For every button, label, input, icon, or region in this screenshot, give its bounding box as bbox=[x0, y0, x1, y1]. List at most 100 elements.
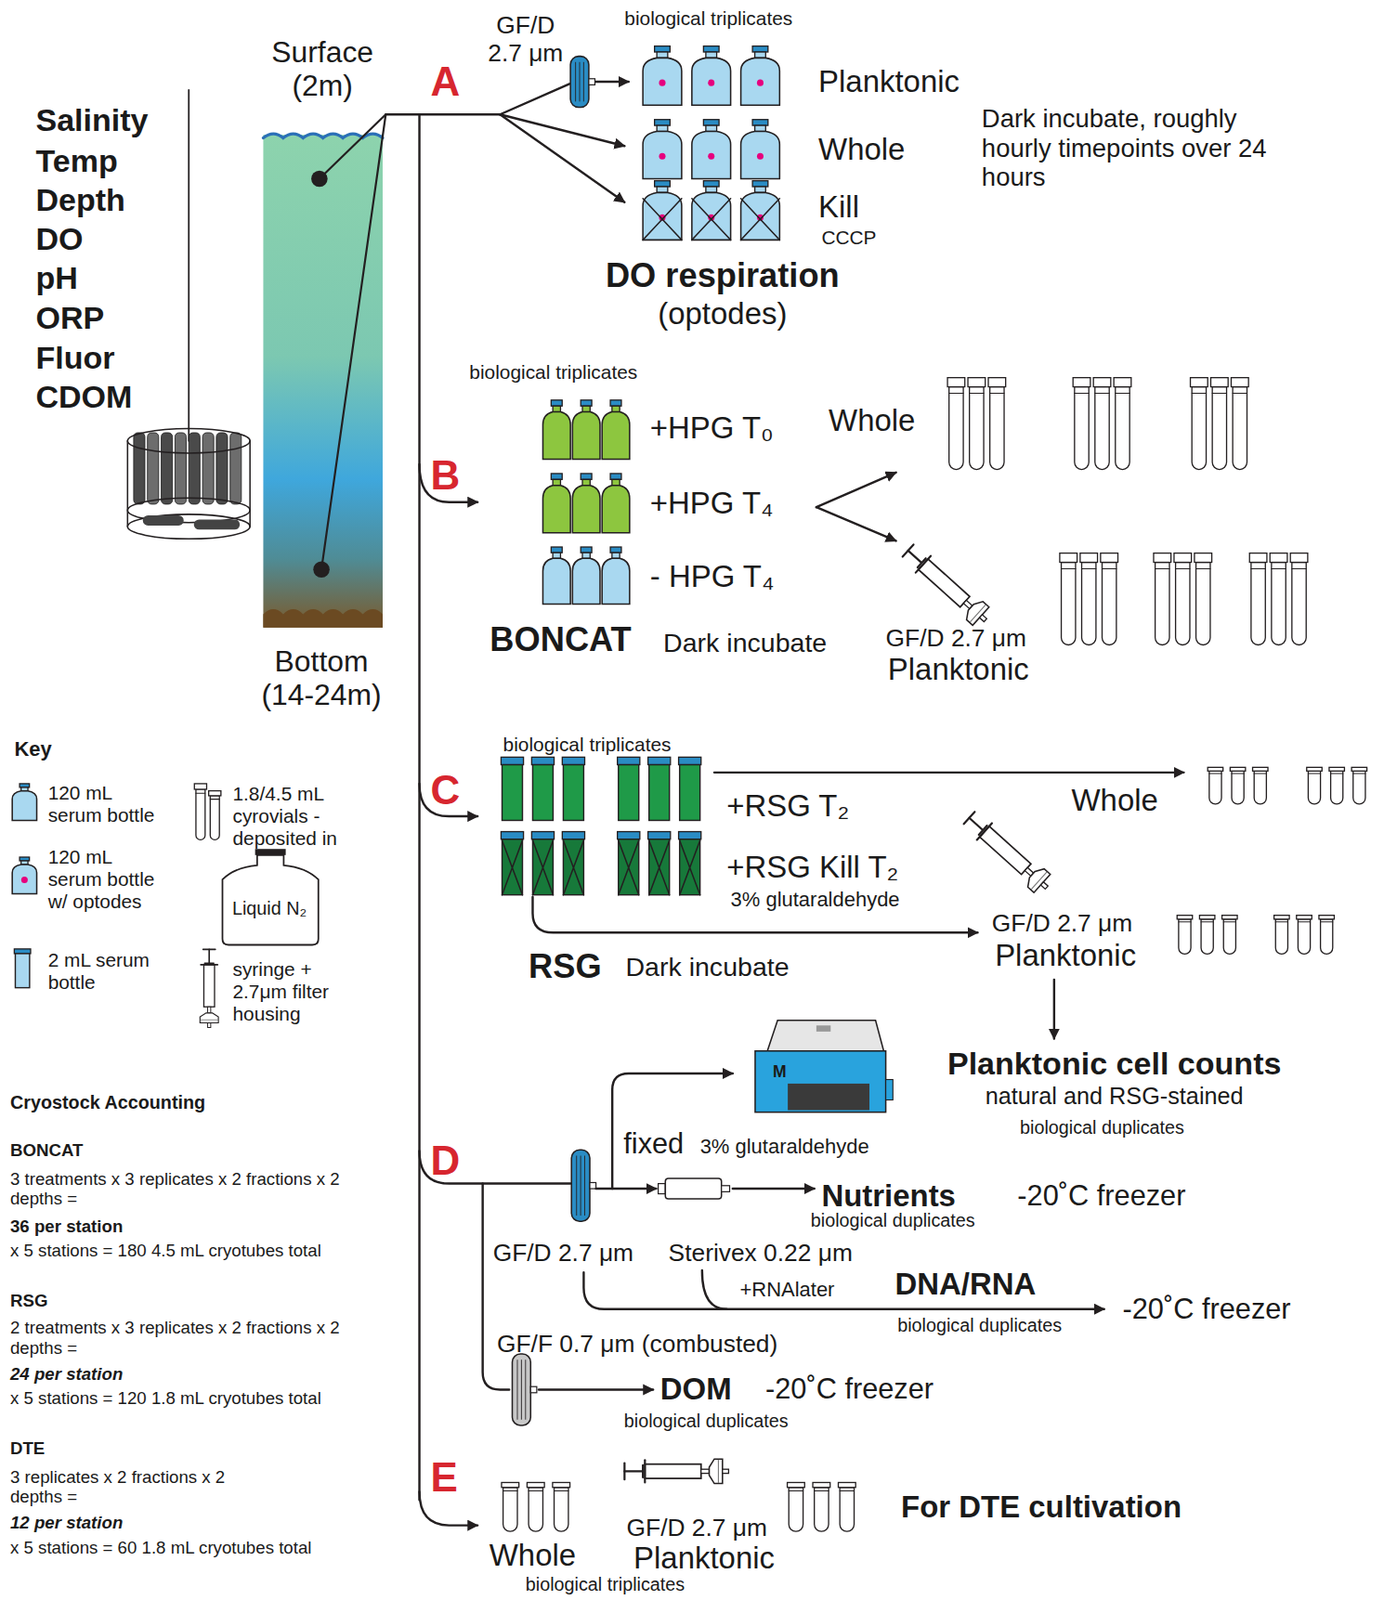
nitrogen-tank-node: Liquid N₂ bbox=[220, 850, 321, 947]
label-text: +RNAlater bbox=[739, 1278, 835, 1302]
syringe-barrel bbox=[979, 826, 1032, 875]
serum-vial bbox=[14, 953, 29, 989]
cryovial-cap bbox=[1318, 915, 1334, 920]
bottle-cap bbox=[654, 181, 671, 187]
node-text: Liquid N₂ bbox=[232, 897, 307, 919]
syringe-barrel bbox=[203, 965, 215, 1007]
serum-bottle bbox=[572, 412, 601, 460]
heading-text: pH bbox=[35, 260, 78, 297]
label-text: GF/D 2.7 μm bbox=[484, 10, 567, 67]
vial-cap bbox=[561, 757, 585, 765]
serum-bottle bbox=[572, 558, 601, 604]
cryovial-ring bbox=[1178, 921, 1191, 923]
label-text: 3 treatments x 3 replicates x 2 fraction… bbox=[10, 1168, 373, 1209]
cryovial-cap bbox=[1274, 915, 1290, 920]
serum-vial bbox=[532, 839, 553, 896]
serum-vial bbox=[502, 839, 523, 896]
arrow-line bbox=[732, 1188, 815, 1190]
optode-dot bbox=[658, 79, 666, 87]
cryovial-cap bbox=[1153, 553, 1172, 563]
serum-bottle bbox=[12, 791, 37, 822]
vial-cap bbox=[648, 832, 671, 840]
filter-housing bbox=[199, 1013, 219, 1024]
cryovial-ring bbox=[1201, 921, 1214, 923]
cryovial-ring bbox=[209, 798, 220, 800]
bottle-cap bbox=[703, 46, 719, 53]
cryovial-ring bbox=[1082, 568, 1097, 570]
node-text: M bbox=[772, 1061, 787, 1081]
label-text: Whole bbox=[489, 1538, 576, 1574]
label-text: Dark incubate, roughly hourly timepoints… bbox=[981, 104, 1299, 193]
cryovial-cap bbox=[1329, 767, 1345, 771]
arrow-line bbox=[816, 507, 897, 541]
filter-ridge bbox=[583, 62, 585, 102]
cryovial-cap bbox=[1253, 767, 1268, 771]
bottle-neck bbox=[582, 479, 590, 485]
filter-ridge bbox=[580, 1156, 582, 1216]
serum-vial bbox=[502, 765, 523, 822]
niskin-bottle bbox=[188, 432, 200, 505]
cryovial-cap bbox=[1194, 553, 1213, 563]
filter-outlet bbox=[979, 614, 987, 623]
filter-housing bbox=[709, 1459, 723, 1484]
cryovial-ring bbox=[839, 1490, 854, 1492]
bottle-cap bbox=[580, 547, 592, 553]
heading-text: ORP bbox=[35, 300, 105, 337]
label-text: 3% glutaraldehyde bbox=[700, 1135, 870, 1159]
bottle-neck bbox=[656, 125, 668, 131]
bottle-neck bbox=[755, 186, 767, 193]
optode-dot bbox=[707, 153, 715, 160]
kill-cross bbox=[618, 840, 640, 896]
bottle-cap bbox=[654, 119, 671, 126]
vial-cap bbox=[617, 832, 640, 840]
arrow-line bbox=[612, 1073, 733, 1189]
cryovial-ring bbox=[1095, 392, 1110, 394]
cryovial-cap bbox=[208, 791, 222, 797]
bottle-cap bbox=[580, 473, 592, 480]
cryovial-cap bbox=[194, 783, 207, 790]
branch-line bbox=[499, 83, 570, 115]
filter-ridge bbox=[516, 1360, 518, 1421]
bottle-cap bbox=[550, 473, 562, 480]
cryovial bbox=[503, 1488, 518, 1532]
filter-membrane bbox=[718, 1460, 719, 1483]
cryovial bbox=[1115, 387, 1130, 471]
branch-line bbox=[702, 1270, 727, 1310]
cryovial bbox=[1209, 770, 1222, 805]
niskin-bottle bbox=[161, 432, 173, 505]
cryovial bbox=[788, 1488, 803, 1532]
serum-vial bbox=[562, 765, 584, 822]
cell-counter-node: M bbox=[755, 1020, 888, 1115]
cryovial bbox=[1196, 562, 1211, 646]
cryovial bbox=[1178, 919, 1191, 955]
cryovial-cap bbox=[1229, 767, 1245, 771]
cryovial bbox=[1297, 919, 1310, 955]
cryovial bbox=[990, 387, 1005, 471]
serum-bottle bbox=[642, 192, 682, 240]
label-text: +RSG T₂ bbox=[726, 788, 849, 824]
arrow-line bbox=[538, 1388, 653, 1391]
label-text: biological duplicates bbox=[624, 1410, 789, 1433]
section-letter: A bbox=[430, 58, 461, 106]
label-text: biological triplicates bbox=[503, 733, 672, 757]
serum-bottle bbox=[572, 485, 601, 534]
heading-text: Planktonic cell counts bbox=[947, 1045, 1281, 1083]
vial-cap bbox=[678, 757, 702, 765]
label-text: +HPG T₀ bbox=[650, 410, 774, 446]
legend-text: syringe + 2.7μm filter housing bbox=[232, 958, 353, 1026]
cryovial bbox=[1320, 919, 1333, 955]
arrow-line bbox=[499, 114, 625, 202]
bottle-cap bbox=[752, 119, 769, 126]
optode-dot bbox=[757, 153, 764, 160]
kill-cross bbox=[502, 840, 523, 896]
label-text: Whole bbox=[1071, 783, 1159, 819]
arrow-line bbox=[714, 771, 1184, 774]
serum-bottle bbox=[601, 558, 630, 604]
bottle-cap bbox=[703, 119, 719, 126]
cryovial-ring bbox=[1232, 392, 1247, 394]
cryovial-ring bbox=[1271, 568, 1286, 570]
label-text: biological triplicates bbox=[469, 361, 638, 384]
cryovial bbox=[1251, 562, 1266, 646]
bottle-cap bbox=[654, 46, 671, 53]
